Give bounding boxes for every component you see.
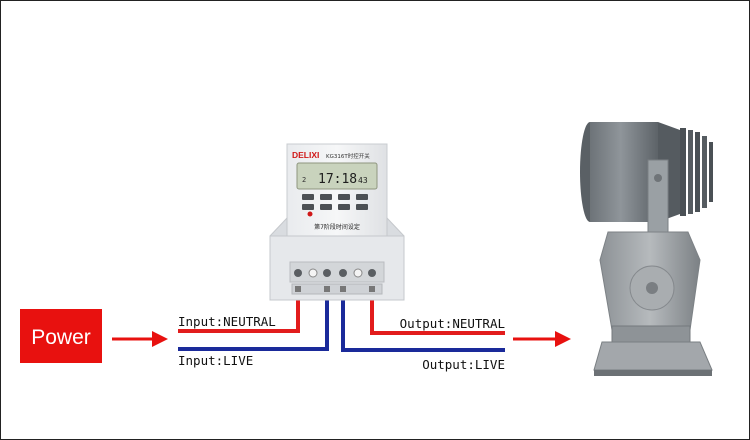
power-label: Power xyxy=(31,326,91,349)
timer-indicator-light xyxy=(308,212,313,217)
searchlight-lamp xyxy=(580,122,713,376)
output-neutral-label: Output:NEUTRAL xyxy=(400,316,505,331)
timer-button[interactable] xyxy=(338,204,350,210)
timer-lcd-day: 2 xyxy=(302,176,306,184)
timer-lcd-time: 17:18 xyxy=(318,172,357,187)
timer-button[interactable] xyxy=(338,194,350,200)
timer-button[interactable] xyxy=(302,204,314,210)
timer-footer-text: 第7阶段时间设定 xyxy=(314,223,360,231)
lamp-cooling-fins xyxy=(680,128,713,216)
timer-brand: DELIXI xyxy=(292,150,319,160)
lamp-base-plate xyxy=(594,342,712,370)
timer-button[interactable] xyxy=(302,194,314,200)
output-arrow xyxy=(513,331,571,347)
timer-button[interactable] xyxy=(356,204,368,210)
timer-switch: DELIXI KG316T时控开关 2 17:18 43 第7阶段时间设定 xyxy=(270,144,404,300)
output-live-label: Output:LIVE xyxy=(422,357,505,372)
timer-lcd-seconds: 43 xyxy=(358,176,368,185)
timer-button[interactable] xyxy=(356,194,368,200)
input-arrow xyxy=(112,331,168,347)
timer-model: KG316T时控开关 xyxy=(326,152,370,160)
power-box: Power xyxy=(20,309,102,363)
input-neutral-label: Input:NEUTRAL xyxy=(178,314,276,329)
timer-button[interactable] xyxy=(320,204,332,210)
input-live-label: Input:LIVE xyxy=(178,353,253,368)
timer-button[interactable] xyxy=(320,194,332,200)
